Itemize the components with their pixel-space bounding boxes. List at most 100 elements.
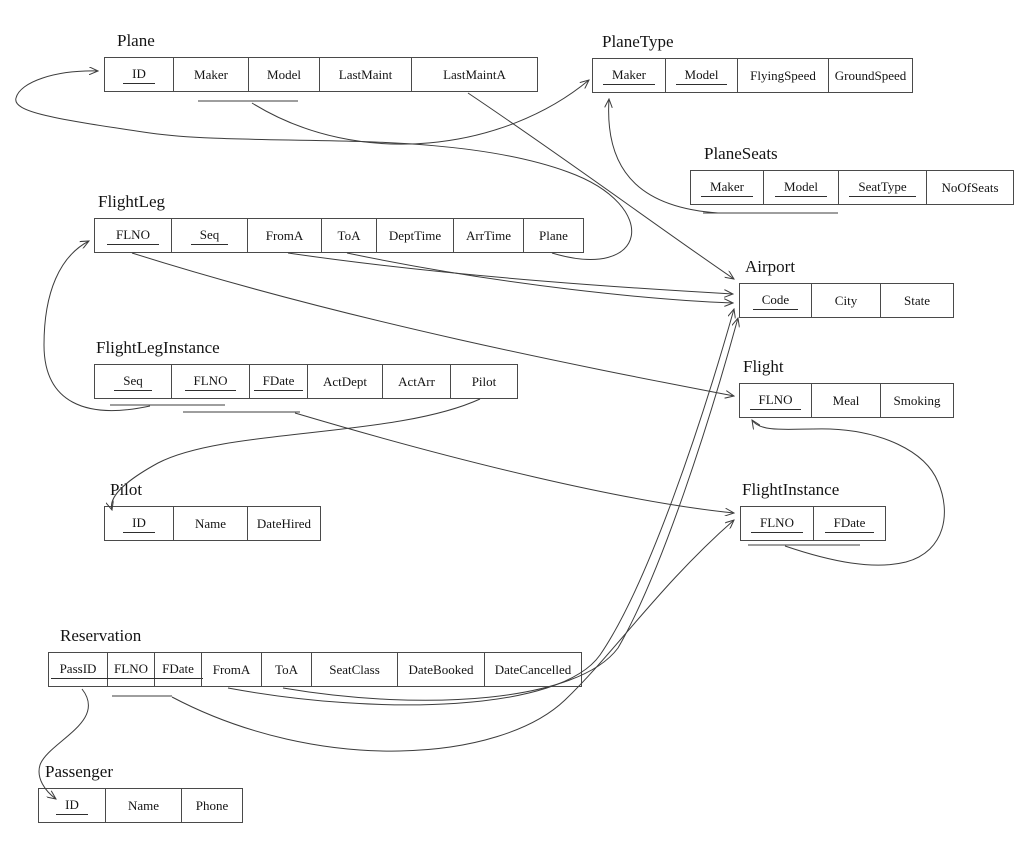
primary-key-label: Model <box>775 178 827 197</box>
column-reservation-datecancelled: DateCancelled <box>484 653 581 686</box>
primary-key-label: ID <box>123 514 155 533</box>
column-airport-code: Code <box>740 284 811 317</box>
column-label: Pilot <box>471 373 497 389</box>
fk-arrow-reservation-flno-fdate-to-flightinstance-flno-fdate <box>171 520 734 752</box>
column-flightleg-arrtime: ArrTime <box>453 219 523 252</box>
column-label: Smoking <box>893 392 941 408</box>
column-planeseats-model: Model <box>763 171 838 204</box>
column-label: Plane <box>539 227 568 243</box>
column-flightleg-flno: FLNO <box>95 219 171 252</box>
column-flight-flno: FLNO <box>740 384 811 417</box>
primary-key-label: Seq <box>190 226 229 245</box>
fk-arrow-reservation-passid-to-passenger-id <box>38 688 89 799</box>
primary-key-label: Maker <box>701 178 753 197</box>
column-label: Meal <box>832 392 860 408</box>
fk-arrow-flightleg-froma-to-airport-code <box>287 252 733 294</box>
column-plane-lastmaint: LastMaint <box>319 58 411 91</box>
column-flightleg-plane: Plane <box>523 219 583 252</box>
table-pilot: ID Name DateHired <box>104 506 321 541</box>
column-label: ToA <box>275 661 298 677</box>
primary-key-label: FDate <box>824 514 875 533</box>
table-airport: Code City State <box>739 283 954 318</box>
column-passenger-name: Name <box>105 789 181 822</box>
table-passenger: ID Name Phone <box>38 788 243 823</box>
column-airport-city: City <box>811 284 880 317</box>
table-title-flight: Flight <box>743 357 784 376</box>
primary-key-label: FLNO <box>107 226 159 245</box>
column-label: LastMaintA <box>443 66 506 82</box>
table-title-flightleginstance: FlightLegInstance <box>96 338 220 357</box>
column-planeseats-seattype: SeatType <box>838 171 926 204</box>
column-flightleginstance-actdept: ActDept <box>307 365 382 398</box>
column-label: FlyingSpeed <box>750 67 816 83</box>
table-title-reservation: Reservation <box>60 626 142 645</box>
fk-arrow-flightleginstance-pilot-to-pilot-id <box>111 398 481 510</box>
column-plane-maker: Maker <box>173 58 248 91</box>
fk-arrow-flightleg-toa-to-airport-code <box>346 252 733 303</box>
column-label: GroundSpeed <box>834 67 907 83</box>
table-title-plane: Plane <box>117 31 155 50</box>
column-planetype-flyingspeed: FlyingSpeed <box>737 59 828 92</box>
column-flightleg-froma: FromA <box>247 219 321 252</box>
primary-key-label: FLNO <box>751 514 803 533</box>
table-title-planeseats: PlaneSeats <box>704 144 778 163</box>
column-plane-id: ID <box>105 58 173 91</box>
column-reservation-datebooked: DateBooked <box>397 653 484 686</box>
column-flightleg-seq: Seq <box>171 219 247 252</box>
column-label: Name <box>127 797 160 813</box>
column-flightleginstance-seq: Seq <box>95 365 171 398</box>
column-pilot-id: ID <box>105 507 173 540</box>
column-planetype-groundspeed: GroundSpeed <box>828 59 912 92</box>
column-label: LastMaint <box>338 66 393 82</box>
table-flightleg: FLNO Seq FromA ToA DeptTime ArrTime Plane <box>94 218 584 253</box>
column-flightleginstance-flno: FLNO <box>171 365 249 398</box>
column-flightleg-toa: ToA <box>321 219 376 252</box>
primary-key-label: Model <box>675 66 728 85</box>
column-label: ToA <box>337 227 361 243</box>
column-label: NoOfSeats <box>941 179 999 195</box>
column-flightinstance-flno: FLNO <box>741 507 813 540</box>
column-label: State <box>904 292 930 308</box>
column-label: ActArr <box>398 373 435 389</box>
column-label: FromA <box>212 661 251 677</box>
primary-key-label: SeatType <box>849 178 916 197</box>
column-label: Name <box>194 515 227 531</box>
column-plane-model: Model <box>248 58 319 91</box>
table-title-airport: Airport <box>745 257 796 276</box>
primary-key-label: FDate <box>253 372 304 391</box>
column-passenger-id: ID <box>39 789 105 822</box>
column-reservation-froma: FromA <box>201 653 261 686</box>
primary-key-label: FLNO <box>105 660 157 679</box>
column-reservation-toa: ToA <box>261 653 311 686</box>
column-label: DateBooked <box>408 661 474 677</box>
column-label: ActDept <box>322 373 368 389</box>
primary-key-label: FLNO <box>184 372 237 391</box>
table-title-pilot: Pilot <box>110 480 143 499</box>
column-label: ArrTime <box>465 227 512 243</box>
table-planeseats: Maker Model SeatType NoOfSeats <box>690 170 1014 205</box>
column-flightleginstance-fdate: FDate <box>249 365 307 398</box>
primary-key-label: FLNO <box>749 391 802 410</box>
primary-key-label: Code <box>752 291 799 310</box>
column-reservation-flno: FLNO <box>105 653 157 686</box>
column-flightleg-depttime: DeptTime <box>376 219 453 252</box>
column-label: DeptTime <box>388 227 442 243</box>
column-label: City <box>834 292 858 308</box>
primary-key-label: ID <box>123 65 155 84</box>
column-flightinstance-fdate: FDate <box>813 507 885 540</box>
column-label: Maker <box>194 66 228 82</box>
column-airport-state: State <box>880 284 953 317</box>
column-planetype-model: Model <box>665 59 737 92</box>
column-label: DateHired <box>256 515 312 531</box>
column-pilot-datehired: DateHired <box>247 507 320 540</box>
column-passenger-phone: Phone <box>181 789 242 822</box>
table-flightleginstance: Seq FLNO FDate ActDept ActArr Pilot <box>94 364 518 399</box>
fk-arrow-flightleginstance-flno-fdate-to-flightinstance-flno-fdate <box>294 412 734 513</box>
column-label: SeatClass <box>329 661 380 677</box>
table-title-flightinstance: FlightInstance <box>742 480 840 499</box>
table-title-planetype: PlaneType <box>602 32 674 51</box>
table-title-flightleg: FlightLeg <box>98 192 166 211</box>
column-label: FromA <box>265 227 304 243</box>
